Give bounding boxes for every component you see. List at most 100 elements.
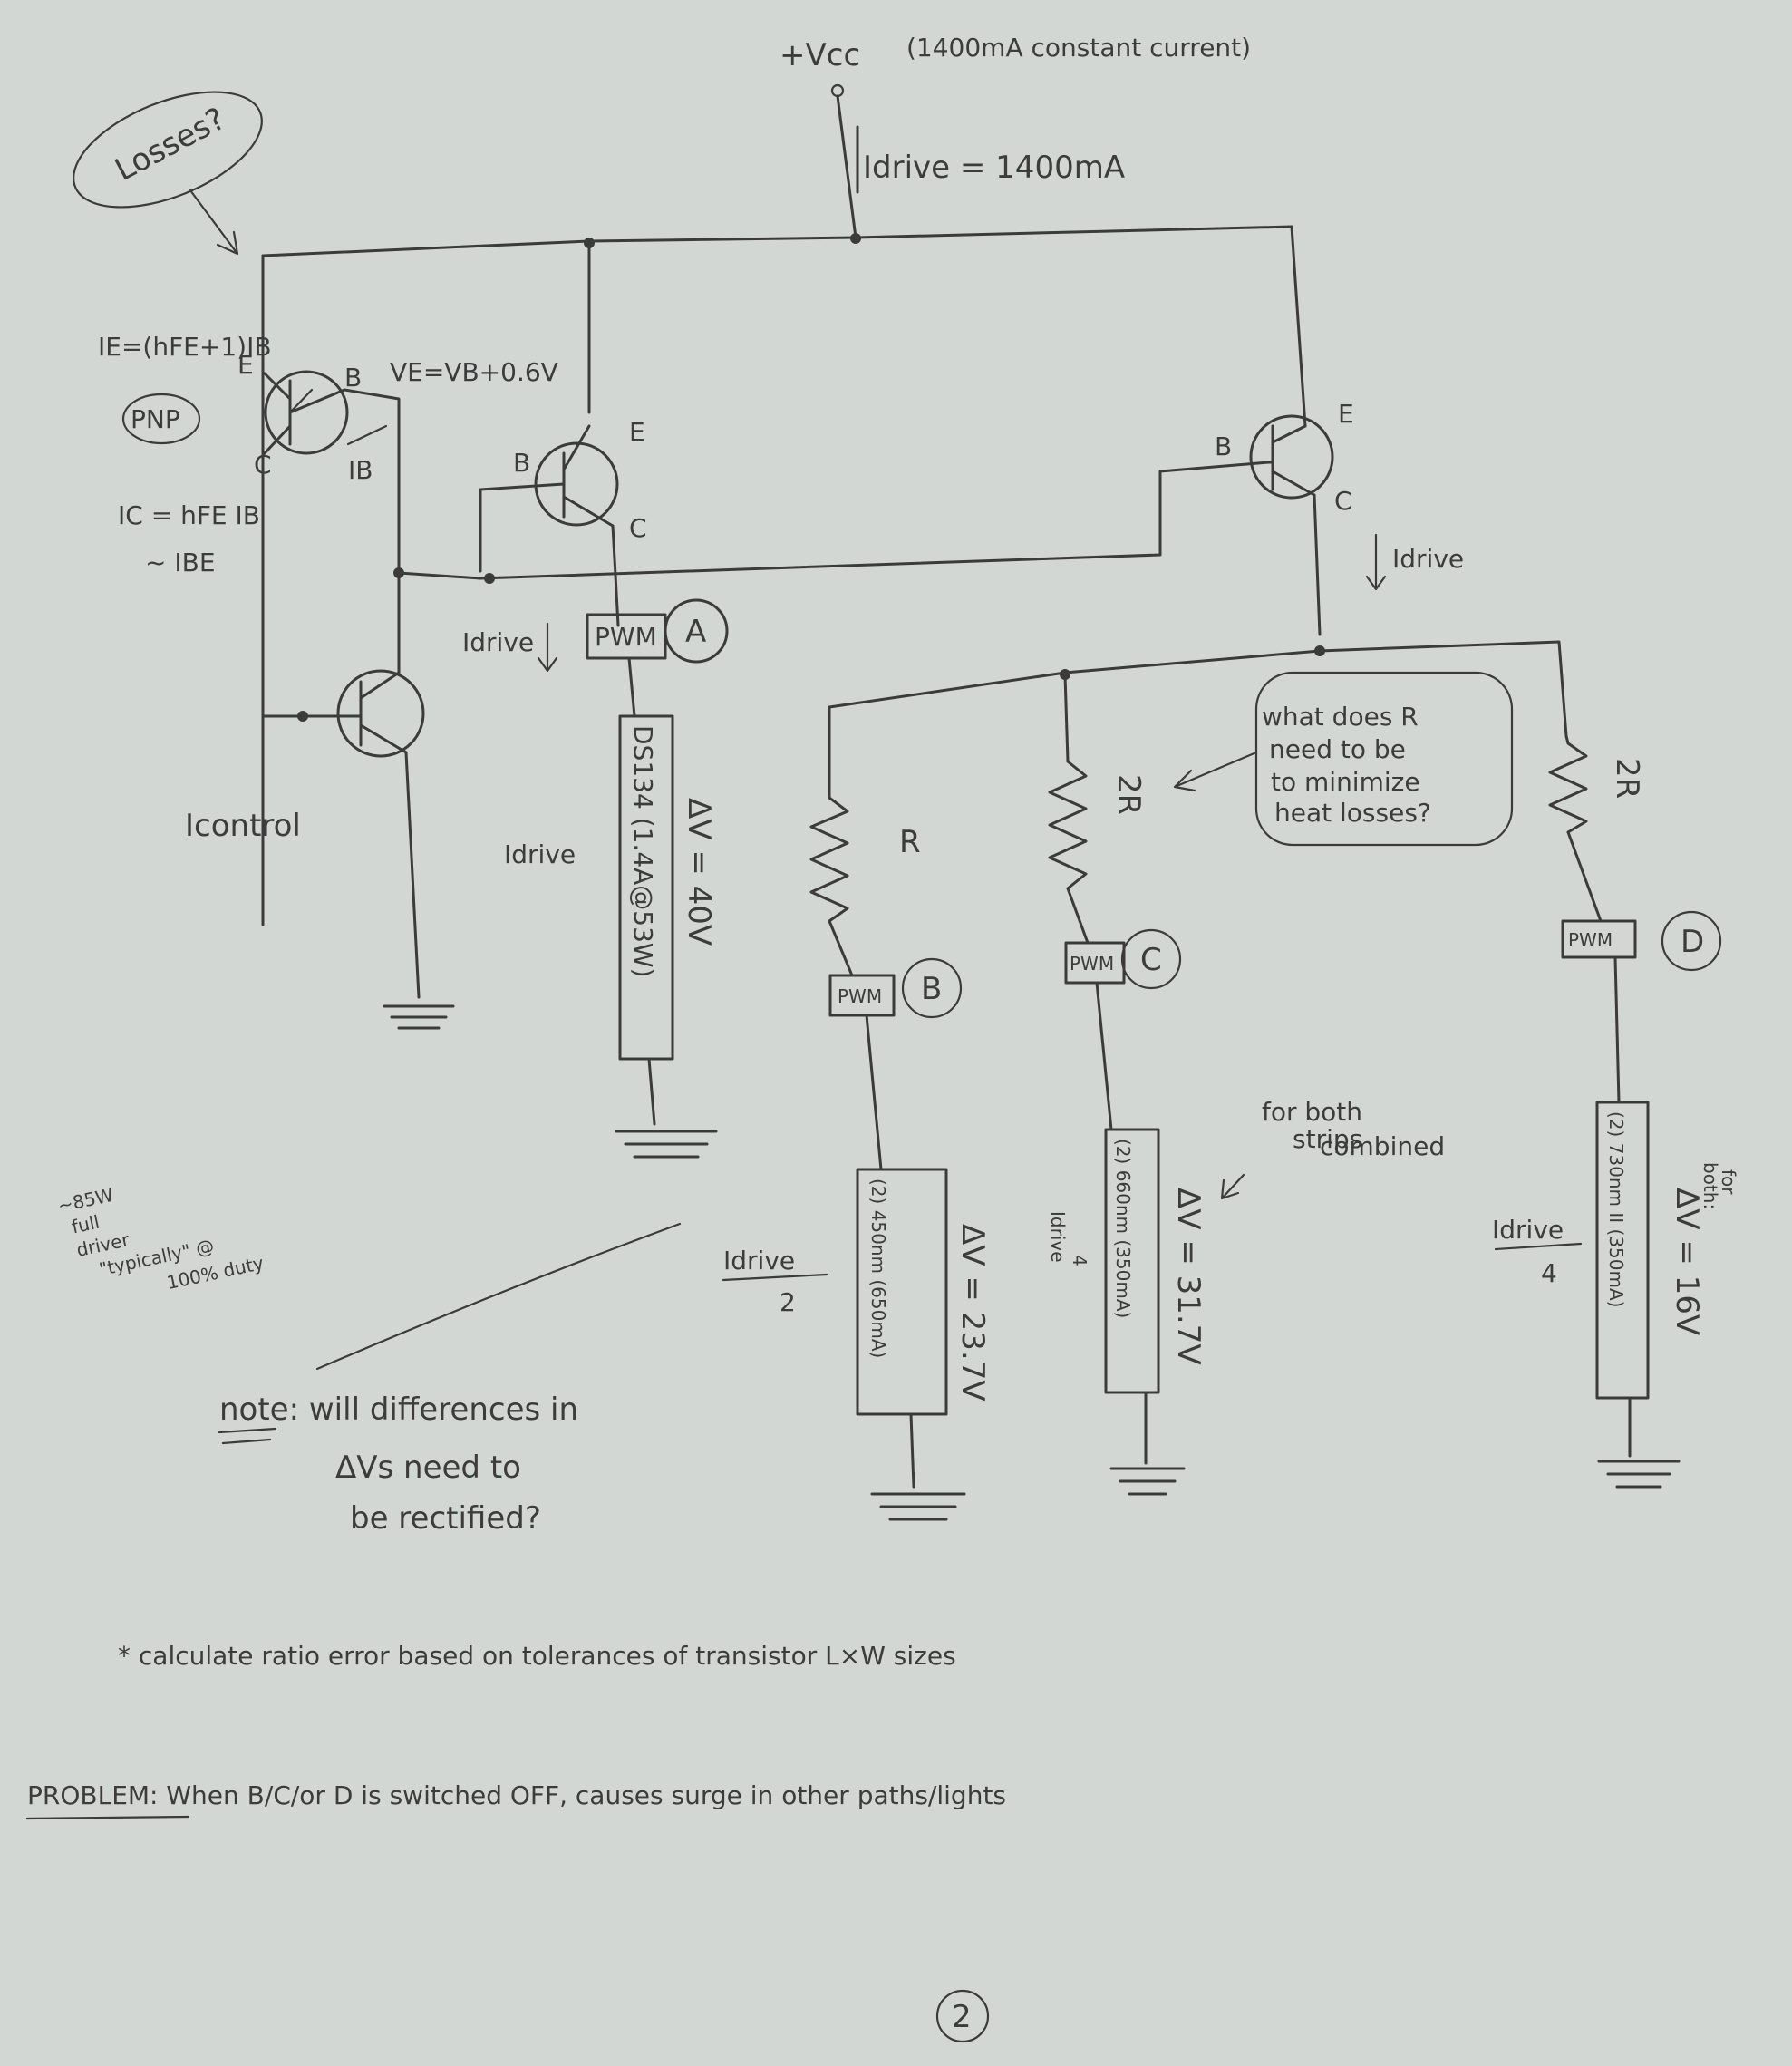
tag-a-circle [664, 598, 729, 664]
idrive-half-num: Idrive [723, 1246, 795, 1275]
vcc-note: (1400mA constant current) [906, 33, 1251, 63]
branch-c: 2R PWM C (2) 660nm (350mA) ΔV = 31.7V Id… [1047, 673, 1206, 1496]
resistor-c-label: 2R [1110, 774, 1147, 815]
led-a-label: DS134 (1.4A@53W) [628, 725, 658, 978]
control-node-wire [397, 461, 1271, 580]
losses-arrow [189, 189, 239, 256]
t1-base-to-node [343, 388, 401, 573]
branch-d-wire-3 [1613, 955, 1621, 1104]
resistor-c [1048, 760, 1088, 890]
problem-statement: PROBLEM: When B/C/or D is switched OFF, … [27, 1780, 1006, 1810]
idrive-right-arrow [1365, 533, 1387, 591]
branch-b: R PWM B (2) 450nm (650mA) ΔV = 23.7V Idr… [722, 705, 991, 1521]
t4-emitter-wire [404, 751, 421, 999]
t1-body [264, 370, 349, 455]
idrive-quarter-c-num: Idrive [1047, 1211, 1069, 1263]
t3-collector-leg [1271, 470, 1316, 497]
pwm-a-label: PWM [595, 622, 657, 652]
for-both-1: for both [1262, 1097, 1362, 1127]
tag-d-circle [1661, 910, 1722, 972]
full-driver-1: ~85W [56, 1184, 116, 1217]
ib-arrow [346, 424, 388, 446]
problem-underline [25, 1815, 190, 1820]
idrive-half-den: 2 [780, 1287, 796, 1317]
t2-e-label: E [629, 417, 645, 447]
led-a-box [618, 714, 674, 1061]
branch-c-wire-2 [1066, 887, 1090, 945]
idrive-quarter-d-bar [1494, 1242, 1583, 1251]
pwm-d-box [1561, 919, 1637, 959]
t3-e-label: E [1338, 399, 1354, 429]
t2-base-wire [479, 482, 566, 573]
t1-b-label: B [344, 363, 362, 393]
idrive-main-label: Idrive = 1400mA [863, 150, 1125, 186]
for-both-note: for both strips combined [1220, 1097, 1445, 1200]
tag-b-label: B [921, 971, 942, 1007]
tag-a-label: A [685, 614, 706, 650]
transistor-t2: B E C [479, 241, 647, 627]
note-line-2: ΔVs need to [335, 1450, 521, 1486]
branch-a-wire-2 [647, 1057, 656, 1126]
t2-b-label: B [513, 448, 530, 478]
ic-equation-1: IC = hFE IB [118, 500, 260, 530]
dv-a-label: ΔV = 40V [681, 798, 717, 946]
t3-body [1249, 414, 1334, 500]
idrive-quarter-d-den: 4 [1541, 1258, 1557, 1288]
note-pointer-curve [315, 1222, 682, 1371]
calc-ratio-note: * calculate ratio error based on toleran… [118, 1641, 956, 1671]
note-line-1: note: will differences in [219, 1392, 578, 1428]
idrive-right-label: Idrive [1392, 544, 1464, 574]
t3-emitter-wire [1290, 225, 1307, 428]
page-number-circle [935, 1989, 990, 2043]
t1-base-wire [288, 388, 346, 414]
r-question-2: need to be [1269, 734, 1406, 764]
t4-emitter-leg [359, 723, 408, 754]
tag-b-circle [901, 957, 963, 1019]
note-underline-1 [218, 1427, 277, 1434]
pwm-d-label: PWM [1568, 929, 1613, 951]
t1-e-label: E [237, 350, 254, 380]
full-driver-2: full [70, 1211, 102, 1238]
for-both-arrow [1220, 1173, 1245, 1200]
top-rail [261, 225, 1293, 257]
ib-label: IB [348, 455, 373, 485]
losses-bubble [73, 91, 263, 209]
note-line-3: be rectified? [350, 1500, 541, 1537]
r-question-bubble [1254, 671, 1514, 847]
pwm-c-label: PWM [1070, 953, 1114, 975]
pnp-label: PNP [131, 404, 180, 434]
branch-b-wire-4 [909, 1412, 915, 1489]
losses-text: Losses? [109, 101, 231, 189]
t2-collector-leg [562, 495, 615, 528]
t4-base-node [297, 711, 308, 722]
transistor-t3: B E C Idrive [1215, 225, 1464, 636]
branch-a-wire-1 [627, 656, 636, 718]
page-number: 2 [952, 1999, 972, 2035]
branch-a: Idrive PWM A DS134 (1.4A@53W) ΔV = 40V I… [462, 598, 729, 1159]
pwm-b-box [828, 974, 896, 1017]
t2-body [534, 441, 619, 527]
t3-c-label: C [1334, 486, 1352, 516]
t2-c-label: C [629, 513, 647, 543]
control-node-2 [484, 573, 495, 584]
t3-emitter-leg [1271, 424, 1307, 444]
branch-b-wire-2 [828, 919, 854, 977]
rail-node-t3 [1314, 645, 1325, 656]
for-both-2: strips [1293, 1124, 1362, 1154]
r-question-3: to minimize [1271, 767, 1420, 797]
t3-b-label: B [1215, 432, 1232, 461]
idrive-half-bar [722, 1273, 828, 1282]
for-both-3: combined [1320, 1131, 1445, 1161]
ve-equation: VE=VB+0.6V [390, 357, 558, 387]
tag-d-label: D [1681, 924, 1704, 960]
full-driver-note: ~85W full driver "typically" @ 100% duty [56, 1184, 266, 1294]
idrive-a-arrow [537, 622, 558, 673]
t4-collector-leg [359, 671, 401, 700]
branch-c-wire-3 [1095, 981, 1113, 1131]
resistor-d-label: 2R [1609, 758, 1645, 799]
ie-equation: IE=(hFE+1)IB [98, 332, 272, 362]
resistor-b-label: R [899, 824, 921, 860]
vcc-terminal [830, 83, 845, 98]
transistor-t4 [261, 571, 455, 1030]
